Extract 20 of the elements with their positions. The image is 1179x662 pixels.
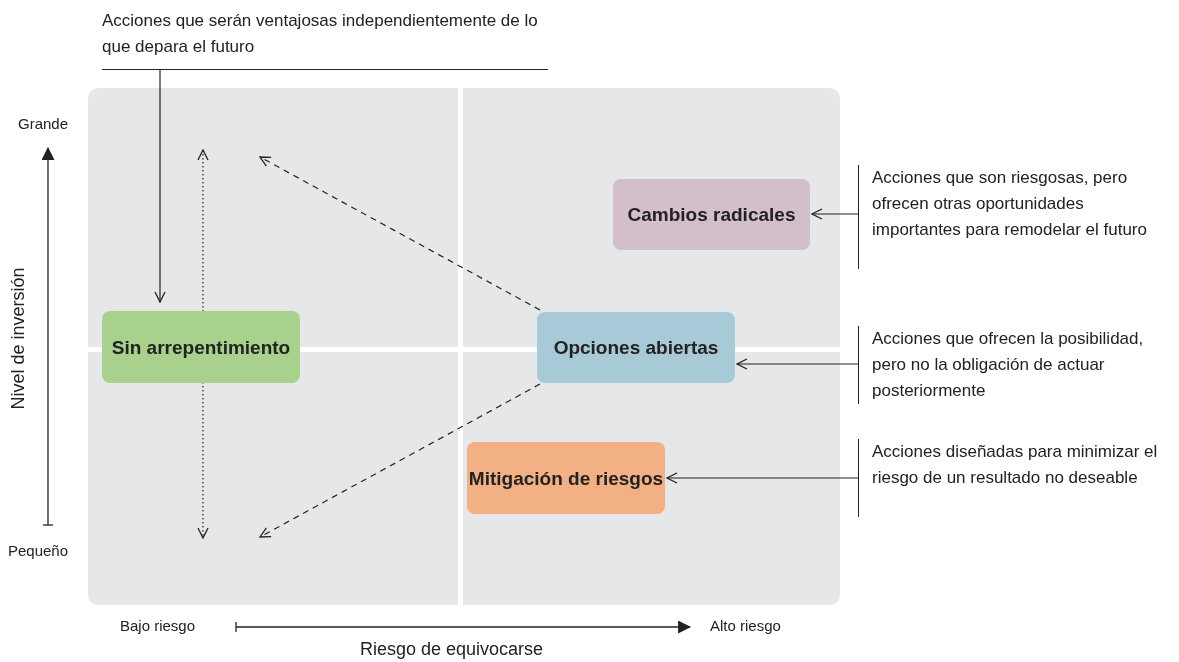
strategy-box: Cambios radicales	[613, 179, 810, 250]
arrow	[259, 383, 541, 538]
axis-title: Nivel de inversión	[7, 266, 29, 412]
annotation-text: Acciones diseñadas para minimizar el riesgo de un resultado no deseable	[858, 439, 1158, 517]
axis-label: Grande	[18, 115, 69, 132]
arrow	[259, 156, 541, 311]
strategy-box: Opciones abiertas	[537, 312, 735, 383]
axis-label: Pequeño	[8, 542, 69, 559]
annotation-text: Acciones que serán ventajosas independientemente de lo que depara el futuro	[102, 8, 548, 70]
axis-label: Alto riesgo	[710, 617, 781, 634]
arrow	[811, 208, 859, 220]
strategy-box: Mitigación de riesgos	[467, 442, 665, 514]
axis-title: Riesgo de equivocarse	[360, 639, 544, 660]
arrow	[154, 69, 166, 303]
axis-label: Bajo riesgo	[120, 617, 196, 634]
strategy-box: Sin arrepentimiento	[102, 311, 300, 383]
arrow	[736, 358, 859, 370]
arrow	[666, 472, 859, 484]
annotation-text: Acciones que ofrecen la posibilidad, pero no la obligación de actuar posteriormente	[858, 326, 1176, 404]
annotation-text: Acciones que son riesgosas, pero ofrecen otras oportunidades importantes para remodelar el futuro	[858, 165, 1158, 269]
